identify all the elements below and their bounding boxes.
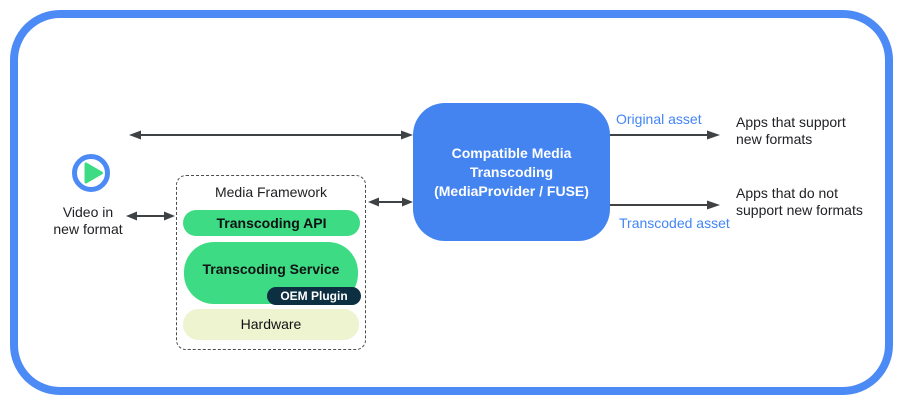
arrow-original-asset xyxy=(610,130,720,140)
arrow-video-to-transcoder xyxy=(129,130,413,140)
arrow-video-to-framework xyxy=(126,211,175,221)
arrow-framework-to-transcoder xyxy=(368,197,413,207)
transcoding-service-label: Transcoding Service xyxy=(202,261,340,277)
hardware-layer: Hardware xyxy=(183,309,359,340)
video-input-label: Video in new format xyxy=(53,204,123,237)
transcoding-service-layer: Transcoding Service OEM Plugin xyxy=(184,242,361,305)
apps-support-label: Apps that support new formats xyxy=(736,114,846,147)
diagram-border xyxy=(10,10,893,395)
original-asset-edge-label: Original asset xyxy=(616,111,702,127)
transcoded-asset-edge-label: Transcoded asset xyxy=(619,215,730,231)
media-framework-box: Media Framework Transcoding API Transcod… xyxy=(176,175,366,350)
apps-no-support-label: Apps that do not support new formats xyxy=(736,185,863,218)
compatible-media-transcoding-node: Compatible Media Transcoding (MediaProvi… xyxy=(413,103,610,241)
media-framework-title: Media Framework xyxy=(214,184,328,200)
transcoding-api-layer: Transcoding API xyxy=(183,210,360,236)
play-icon xyxy=(72,154,110,192)
arrow-transcoded-asset xyxy=(610,200,720,210)
oem-plugin-badge: OEM Plugin xyxy=(267,287,361,305)
